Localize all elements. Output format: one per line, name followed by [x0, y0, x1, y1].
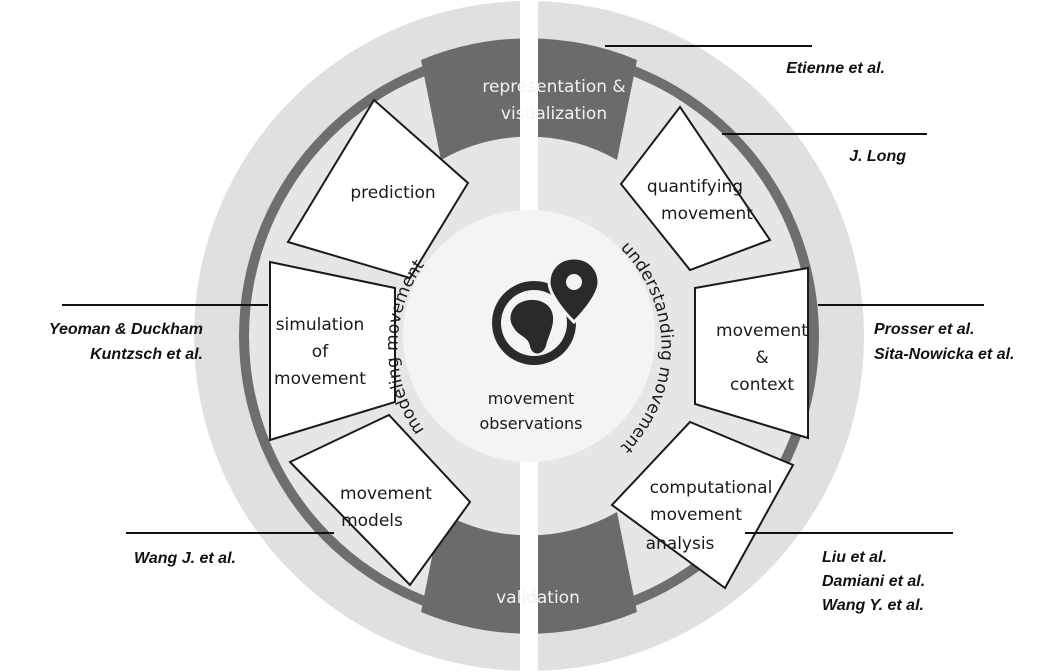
context-label-line2: &: [755, 348, 768, 368]
computational-label-line1: computational: [650, 478, 773, 498]
quantifying-label-line1: quantifying: [647, 177, 743, 197]
ref-wangj: Wang J. et al.: [134, 550, 236, 567]
simulation-label-line3: movement: [274, 369, 366, 389]
center-label-line1: movement: [488, 389, 575, 408]
representation-label-line2: visualization: [501, 104, 607, 124]
segment-simulation: [269, 260, 396, 442]
segment-context: [694, 266, 809, 440]
ref-wangy: Wang Y. et al.: [822, 597, 924, 614]
quantifying-label-line2: movement: [661, 204, 753, 224]
ref-etienne: Etienne et al.: [786, 60, 885, 77]
computational-label-line3: analysis: [646, 534, 715, 554]
ref-yeoman: Yeoman & Duckham: [49, 321, 203, 338]
simulation-label-line1: simulation: [276, 315, 365, 335]
models-label-line1: movement: [340, 484, 432, 504]
segment-models: [288, 413, 472, 587]
ref-prosser: Prosser et al.: [874, 321, 975, 338]
ref-sita: Sita-Nowicka et al.: [874, 346, 1015, 363]
models-label-line2: models: [341, 511, 403, 531]
context-label-line3: context: [730, 375, 794, 395]
context-label-line1: movement: [716, 321, 808, 341]
validation-label: validation: [496, 588, 580, 608]
ref-liu: Liu et al.: [822, 549, 887, 566]
center-label-line2: observations: [480, 414, 583, 433]
simulation-label-line2: of: [312, 342, 329, 362]
segment-quantifying: [619, 105, 772, 272]
computational-label-line2: movement: [650, 505, 742, 525]
ref-long: J. Long: [849, 148, 906, 165]
ref-damiani: Damiani et al.: [822, 573, 925, 590]
globe-location-pin-icon: [492, 256, 601, 365]
segment-computational: [610, 420, 795, 590]
representation-label-line1: representation &: [482, 77, 625, 97]
prediction-label: prediction: [350, 183, 435, 203]
segment-prediction: [286, 98, 470, 280]
ref-kuntzsch: Kuntzsch et al.: [90, 346, 203, 363]
